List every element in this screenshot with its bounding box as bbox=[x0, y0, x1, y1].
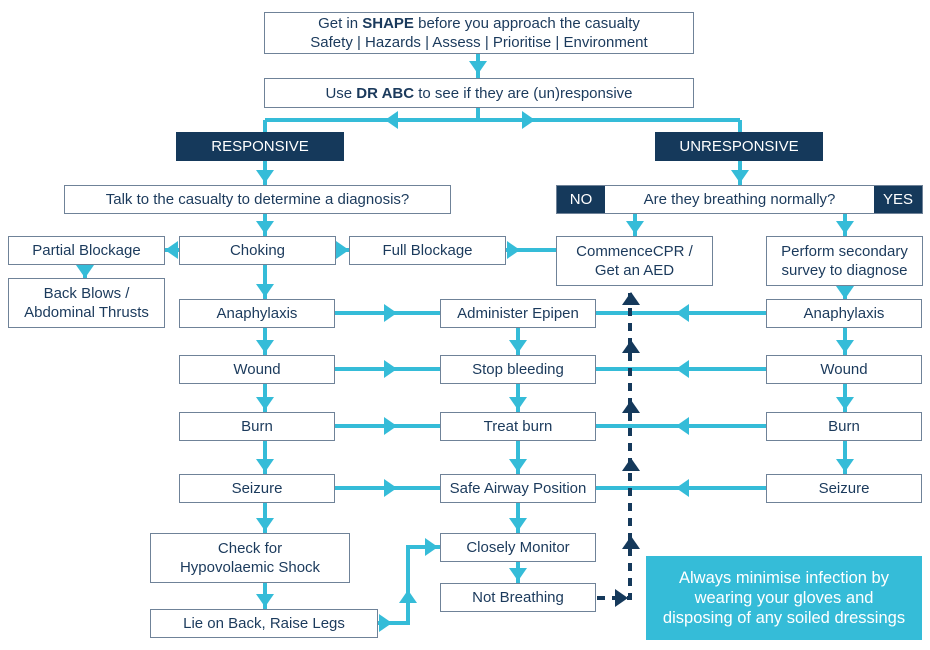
cpr-box: CommenceCPR /Get an AED bbox=[556, 236, 713, 286]
arrow-head-icon bbox=[384, 479, 397, 497]
anaphylaxis-right-box: Anaphylaxis bbox=[766, 299, 922, 328]
arrow-head-icon bbox=[425, 538, 438, 556]
seizure-right-box: Seizure bbox=[766, 474, 922, 503]
no-label: NO bbox=[557, 186, 605, 213]
epipen-box: Administer Epipen bbox=[440, 299, 596, 328]
arrow-head-icon bbox=[336, 241, 349, 259]
arrow-head-icon bbox=[256, 170, 274, 183]
partial-blockage-box: Partial Blockage bbox=[8, 236, 165, 265]
arrow-head-icon bbox=[256, 397, 274, 410]
dashed-arrow-icon bbox=[622, 400, 640, 413]
dashed-arrow-icon bbox=[615, 589, 628, 607]
arrow-head-icon bbox=[384, 304, 397, 322]
arrow-head-icon bbox=[76, 265, 94, 278]
arrow-head-icon bbox=[385, 111, 398, 129]
breathing-box: NO Are they breathing normally? YES bbox=[556, 185, 923, 214]
arrow-head-icon bbox=[256, 459, 274, 472]
dashed-arrow-icon bbox=[622, 292, 640, 305]
arrow-head-icon bbox=[676, 304, 689, 322]
arrow-head-icon bbox=[626, 221, 644, 234]
arrow-head-icon bbox=[256, 340, 274, 353]
arrow-head-icon bbox=[256, 284, 274, 297]
closely-monitor-box: Closely Monitor bbox=[440, 533, 596, 562]
arrow-head-icon bbox=[522, 111, 535, 129]
arrow-head-icon bbox=[256, 518, 274, 531]
stop-bleeding-box: Stop bleeding bbox=[440, 355, 596, 384]
connector-line bbox=[378, 545, 440, 625]
arrow-head-icon bbox=[836, 221, 854, 234]
responsive-label: RESPONSIVE bbox=[176, 132, 344, 161]
arrow-head-icon bbox=[469, 61, 487, 74]
arrow-head-icon bbox=[507, 241, 520, 259]
shape-box: Get in SHAPE before you approach the cas… bbox=[264, 12, 694, 54]
dashed-arrow-icon bbox=[622, 536, 640, 549]
arrow-head-icon bbox=[836, 340, 854, 353]
arrow-head-icon bbox=[676, 417, 689, 435]
unresponsive-label: UNRESPONSIVE bbox=[655, 132, 823, 161]
arrow-head-icon bbox=[509, 340, 527, 353]
arrow-head-icon bbox=[676, 479, 689, 497]
breathing-question: Are they breathing normally? bbox=[643, 191, 836, 208]
arrow-head-icon bbox=[384, 360, 397, 378]
yes-label: YES bbox=[874, 186, 922, 213]
treat-burn-box: Treat burn bbox=[440, 412, 596, 441]
burn-right-box: Burn bbox=[766, 412, 922, 441]
dashed-arrow-icon bbox=[622, 340, 640, 353]
dashed-arrow-icon bbox=[622, 458, 640, 471]
arrow-head-icon bbox=[836, 397, 854, 410]
arrow-head-icon bbox=[509, 518, 527, 531]
arrow-head-icon bbox=[509, 397, 527, 410]
arrow-head-icon bbox=[676, 360, 689, 378]
arrow-head-icon bbox=[836, 459, 854, 472]
choking-box: Choking bbox=[179, 236, 336, 265]
arrow-head-icon bbox=[384, 417, 397, 435]
arrow-head-icon bbox=[256, 594, 274, 607]
arrow-head-icon bbox=[509, 459, 527, 472]
drabc-box: Use DR ABC to see if they are (un)respon… bbox=[264, 78, 694, 108]
arrow-head-icon bbox=[256, 221, 274, 234]
arrow-head-icon bbox=[731, 170, 749, 183]
arrow-head-icon bbox=[165, 241, 178, 259]
arrow-head-icon bbox=[836, 286, 854, 299]
safe-airway-box: Safe Airway Position bbox=[440, 474, 596, 503]
wound-right-box: Wound bbox=[766, 355, 922, 384]
not-breathing-box: Not Breathing bbox=[440, 583, 596, 612]
talk-box: Talk to the casualty to determine a diag… bbox=[64, 185, 451, 214]
arrow-head-icon bbox=[509, 568, 527, 581]
burn-left-box: Burn bbox=[179, 412, 335, 441]
wound-left-box: Wound bbox=[179, 355, 335, 384]
raise-legs-box: Lie on Back, Raise Legs bbox=[150, 609, 378, 638]
anaphylaxis-left-box: Anaphylaxis bbox=[179, 299, 335, 328]
arrow-head-icon bbox=[379, 614, 392, 632]
back-blows-box: Back Blows /Abdominal Thrusts bbox=[8, 278, 165, 328]
full-blockage-box: Full Blockage bbox=[349, 236, 506, 265]
seizure-left-box: Seizure bbox=[179, 474, 335, 503]
arrow-head-icon bbox=[399, 590, 417, 603]
